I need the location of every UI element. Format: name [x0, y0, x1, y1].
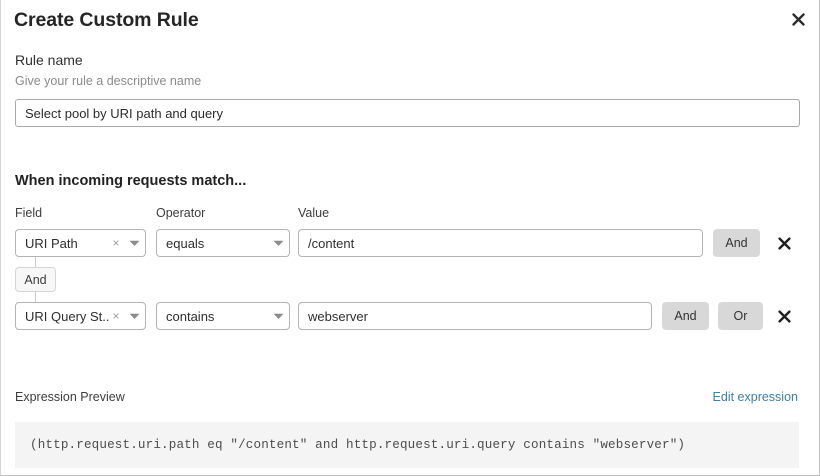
rule-name-input[interactable] [15, 99, 800, 127]
condition-row: URI Path × equals And [1, 229, 819, 257]
chevron-down-icon[interactable] [267, 240, 289, 247]
page-title: Create Custom Rule [14, 9, 199, 31]
value-input-row2[interactable] [298, 302, 652, 330]
condition-row: URI Query St... × contains And Or [1, 302, 819, 330]
chevron-down-icon[interactable] [267, 313, 289, 320]
expression-preview-label: Expression Preview [15, 390, 125, 404]
operator-select-value-row2: contains [166, 308, 215, 324]
field-select-value-row1: URI Path [25, 235, 78, 251]
field-select-row2[interactable]: URI Query St... × [15, 302, 146, 330]
chevron-down-icon[interactable] [123, 240, 145, 247]
remove-condition-icon-row1[interactable] [776, 229, 793, 257]
operator-select-row2[interactable]: contains [156, 302, 290, 330]
remove-condition-icon-row2[interactable] [776, 302, 793, 330]
expression-preview-code: (http.request.uri.path eq "/content" and… [30, 438, 686, 452]
and-button-row2[interactable]: And [662, 302, 709, 330]
connector-line-upper [35, 257, 36, 267]
expression-preview-box: (http.request.uri.path eq "/content" and… [15, 422, 799, 468]
group-connector-and[interactable]: And [15, 267, 56, 292]
rule-name-help-text: Give your rule a descriptive name [15, 74, 202, 88]
column-header-field: Field [15, 206, 43, 220]
match-section-heading: When incoming requests match... [15, 173, 247, 189]
value-input-row1[interactable] [298, 229, 703, 257]
field-select-value-row2: URI Query St... [25, 308, 109, 324]
and-button-row1[interactable]: And [713, 229, 760, 257]
clear-icon[interactable]: × [112, 236, 120, 250]
column-header-operator: Operator [156, 206, 206, 220]
rule-name-label: Rule name [15, 52, 83, 68]
column-header-value: Value [298, 206, 330, 220]
operator-select-value-row1: equals [166, 235, 205, 251]
or-button-row2[interactable]: Or [718, 302, 763, 330]
field-select-row1[interactable]: URI Path × [15, 229, 146, 257]
edit-expression-link[interactable]: Edit expression [712, 390, 798, 404]
clear-icon[interactable]: × [112, 309, 120, 323]
chevron-down-icon[interactable] [123, 313, 145, 320]
operator-select-row1[interactable]: equals [156, 229, 290, 257]
connector-line-lower [35, 292, 36, 302]
close-icon[interactable] [787, 8, 809, 30]
